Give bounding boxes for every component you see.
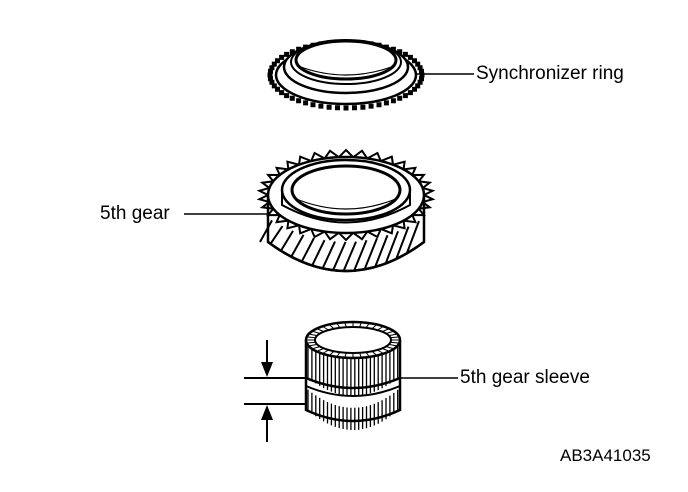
- fifth-gear-helical-teeth: [259, 219, 420, 271]
- leader-lines: [184, 73, 474, 379]
- fifth-gear-label: 5th gear: [100, 203, 170, 224]
- fifth-gear: [256, 148, 436, 273]
- dimension-arrows: [244, 340, 306, 442]
- synchronizer-ring-label: Synchronizer ring: [476, 63, 624, 84]
- fifth-gear-sleeve-label: 5th gear sleeve: [460, 367, 590, 388]
- sleeve-needle-rollers: [307, 344, 399, 430]
- synchronizer-ring: [267, 39, 425, 111]
- fifth-gear-teeth: [256, 148, 436, 242]
- figure-code: AB3A41035: [560, 446, 651, 465]
- fifth-gear-sleeve: [304, 320, 402, 430]
